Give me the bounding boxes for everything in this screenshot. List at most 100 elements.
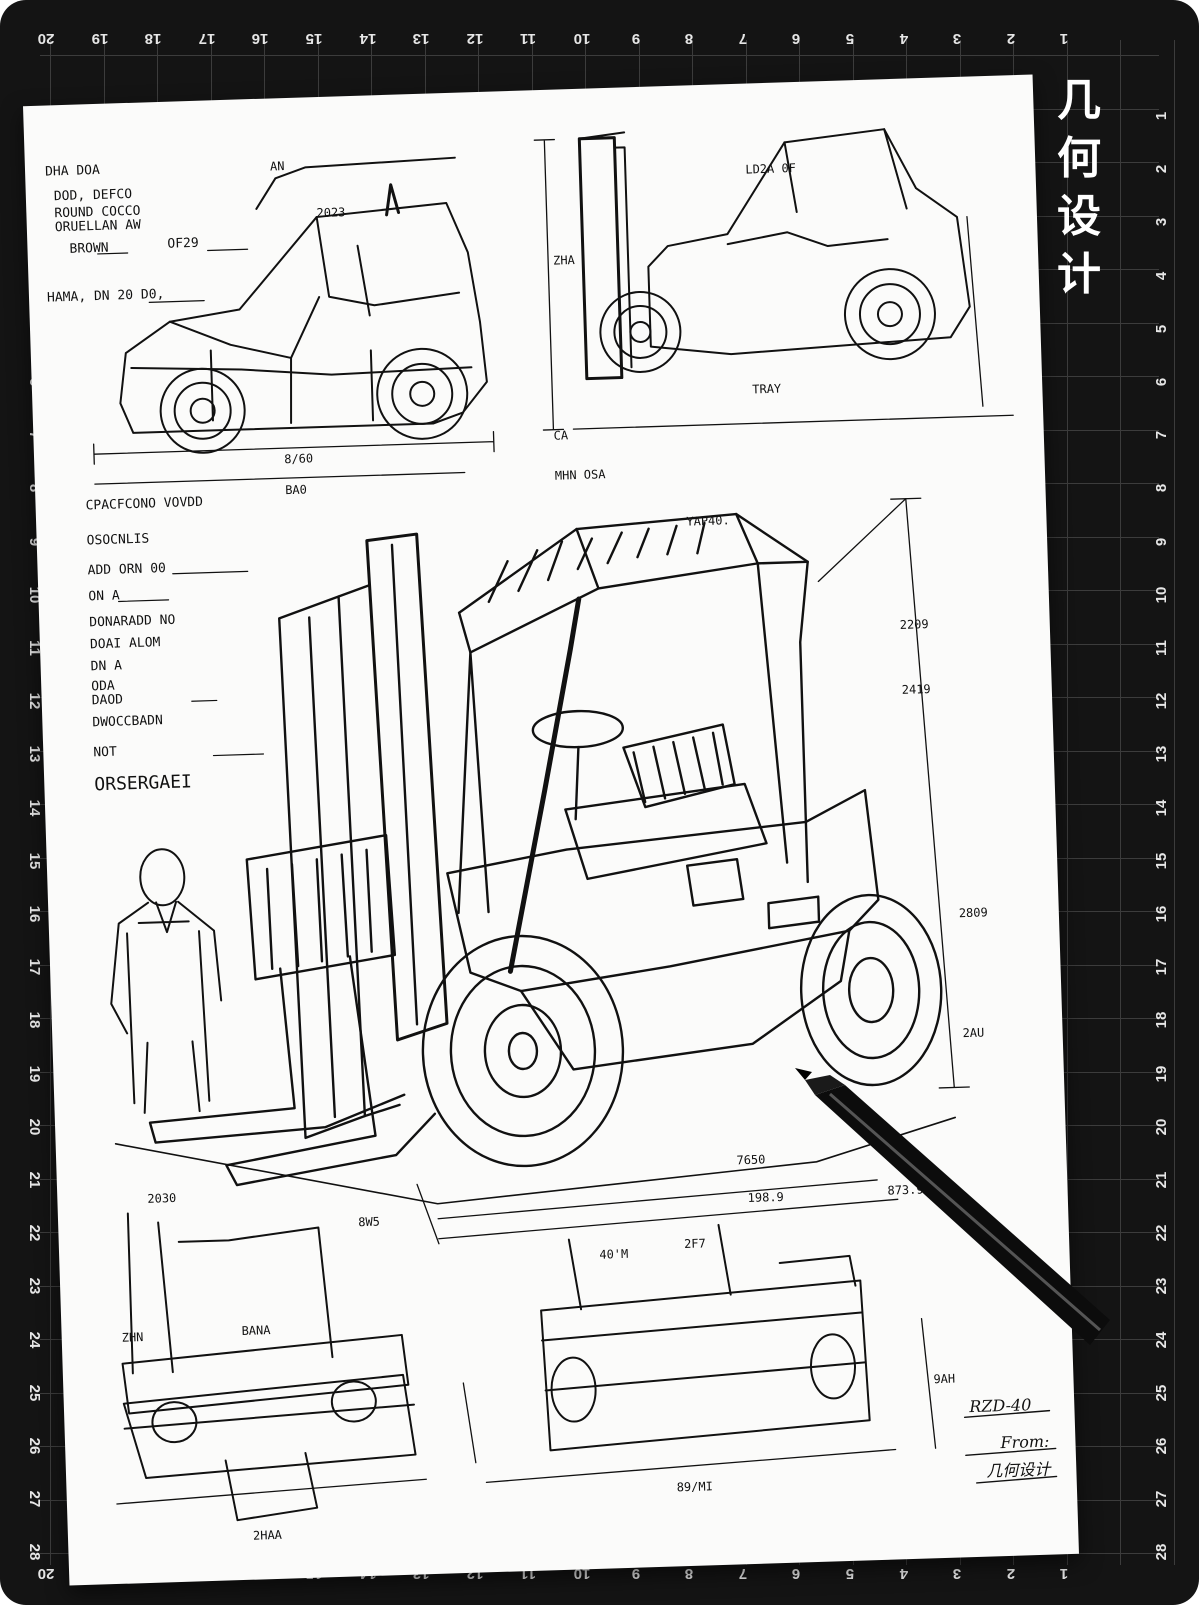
ruler-number: 20 (1153, 1118, 1170, 1136)
ruler-number: 7 (738, 1565, 747, 1582)
dim-label: 9AH (933, 1372, 955, 1387)
brand-char: 何 (1057, 133, 1101, 184)
ruler-number: 22 (26, 1224, 43, 1242)
note-line: HAMA, DN 20 D0, (47, 287, 165, 306)
grid-line (1173, 40, 1175, 1565)
ruler-number: 4 (899, 1565, 908, 1582)
spec-line: DONARADD NO (89, 613, 176, 631)
ruler-number: 8 (685, 1565, 694, 1582)
ruler-number: 19 (1153, 1065, 1170, 1082)
grid-line (40, 55, 1159, 56)
author-mark: 几何设计 (986, 1460, 1053, 1481)
ruler-number: 23 (1153, 1278, 1170, 1295)
ruler-number: 18 (26, 1012, 43, 1029)
brand-char: 计 (1057, 249, 1101, 300)
ruler-number: 24 (1153, 1331, 1170, 1348)
brand-char: 几 (1057, 75, 1101, 126)
note-line: OF29 (167, 236, 199, 252)
ruler-number: 20 (37, 1565, 55, 1582)
ruler-number: 11 (520, 30, 537, 47)
sketch-paper: DHA DOA DOD, DEFCO ROUND COCCO ORUELLAN … (23, 74, 1079, 1586)
ruler-number: 15 (1153, 852, 1170, 870)
dim-label: ZHN (122, 1330, 144, 1345)
spec-line: DOAI ALOM (90, 635, 161, 652)
spec-line: DN A (90, 658, 122, 674)
ruler-number: 16 (1153, 905, 1170, 923)
ruler-number: 8 (685, 30, 694, 47)
dim-label: BANA (241, 1323, 271, 1338)
dim-label: 2F7 (684, 1236, 706, 1251)
ruler-number: 20 (26, 1118, 43, 1136)
ruler-number: 11 (1153, 640, 1170, 656)
ruler-number: 28 (26, 1544, 43, 1561)
ruler-number: 1 (1060, 30, 1069, 47)
side-view-vehicle (93, 156, 495, 485)
ruler-number: 5 (1153, 324, 1170, 333)
signature-block: RZD-40 From: 几何设计 (963, 1395, 1058, 1484)
main-forklift (114, 497, 970, 1245)
from-label: From: (999, 1432, 1050, 1453)
spec-line: OSOCNLIS (86, 531, 149, 548)
dim-label: 2209 (900, 617, 929, 632)
dim-label: 198.9 (747, 1190, 784, 1205)
ruler-number: 6 (792, 1565, 801, 1582)
dim-label: MHN OSA (555, 467, 607, 483)
ruler-number: 2 (1006, 30, 1015, 47)
ruler-number: 14 (1153, 799, 1170, 816)
ruler-number: 18 (1153, 1012, 1170, 1029)
ruler-number: 26 (1153, 1437, 1170, 1455)
ruler-number: 25 (26, 1384, 43, 1402)
ruler-number: 12 (1153, 692, 1170, 710)
spec-line: DWOCCBADN (92, 713, 163, 730)
ruler-number: 13 (412, 30, 430, 47)
ruler-number: 21 (26, 1171, 43, 1189)
dim-label: 8/60 (284, 451, 313, 466)
spec-line: CPACFCONO VOVDD (85, 495, 203, 514)
ruler-number: 28 (1153, 1544, 1170, 1561)
ruler-number: 22 (1153, 1224, 1170, 1242)
bottom-left-views (116, 1212, 477, 1522)
dim-label: 2030 (147, 1191, 176, 1206)
ruler-number: 17 (1153, 958, 1170, 976)
brand-vertical-text: 几 何 设 计 (1043, 72, 1115, 304)
ruler-number: 1 (1060, 1565, 1069, 1582)
forklift-sketch: DHA DOA DOD, DEFCO ROUND COCCO ORUELLAN … (45, 128, 1058, 1543)
ruler-number: 6 (792, 30, 801, 47)
dim-label: 2419 (902, 682, 931, 697)
ruler-number: 21 (1153, 1171, 1170, 1189)
ruler-number: 13 (1153, 746, 1170, 763)
ruler-number: 10 (1153, 586, 1170, 604)
dim-label: 89/MI (676, 1479, 713, 1494)
ruler-number: 8 (1153, 484, 1170, 493)
dim-label: LD2A 0F (745, 161, 796, 177)
ruler-number: 17 (198, 30, 216, 47)
ruler-number: 2 (1153, 165, 1170, 174)
ruler-number: 1 (1153, 111, 1170, 121)
ruler-number: 26 (26, 1437, 43, 1455)
ruler-number: 13 (26, 746, 43, 763)
ruler-number: 9 (1153, 537, 1170, 546)
model-code: RZD-40 (968, 1395, 1032, 1416)
ruler-number: 7 (738, 30, 747, 47)
ruler-number: 10 (573, 30, 591, 47)
side-view-notes: DHA DOA DOD, DEFCO ROUND COCCO ORUELLAN … (45, 159, 346, 497)
spec-line: DAOD (91, 692, 123, 708)
dim-label: YAP40. (686, 513, 730, 528)
ruler-number: 15 (26, 852, 43, 870)
bottom-middle-notes: 89/MI 9AH BANA ZHN (122, 1323, 956, 1494)
note-line: DHA DOA (45, 163, 100, 180)
dim-label: 7650 (736, 1152, 765, 1167)
person-figure (110, 848, 223, 1114)
ruler-number: 19 (26, 1065, 43, 1082)
spec-line: ON A (88, 588, 120, 604)
dim-label: 2023 (316, 205, 345, 220)
spec-line: ORSERGAEI (94, 771, 192, 795)
dim-label: 40'M (599, 1247, 628, 1262)
note-line: BROWN (69, 241, 109, 257)
dim-label: 873.9 (887, 1182, 924, 1197)
brand-char: 设 (1057, 191, 1101, 242)
ruler-number: 23 (26, 1278, 43, 1295)
side-view-forklift-notes: LD2A 0F ZHA TRAY CA MHN OSA (553, 161, 796, 483)
ruler-number: 7 (1153, 431, 1170, 440)
